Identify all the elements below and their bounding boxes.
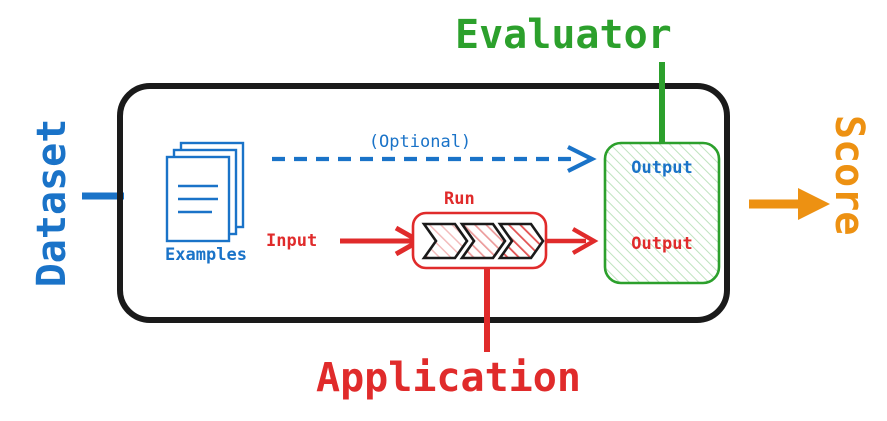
evaluator-label: Evaluator [455,12,672,58]
application-label: Application [316,355,581,401]
input-arrow [340,225,425,257]
optional-dashed-arrow [272,145,597,173]
chevron-2 [459,222,507,260]
input-label: Input [266,231,318,251]
score-arrow [749,188,830,220]
optional-label: (Optional) [368,132,472,152]
run-label: Run [444,189,475,209]
score-label: Score [826,115,872,236]
run-box [411,211,548,270]
output-bottom-label: Output [631,234,693,254]
evaluator-output-box [603,141,721,285]
chevron-3 [497,222,545,260]
examples-label: Examples [165,245,247,265]
output-top-label: Output [631,158,693,178]
run-output-arrow [546,227,599,255]
stacked-documents-icon [165,141,245,243]
system-boundary-box [117,83,730,323]
chevron-1 [421,222,469,260]
dataset-label: Dataset [29,118,75,288]
score-arrowhead [798,188,830,220]
